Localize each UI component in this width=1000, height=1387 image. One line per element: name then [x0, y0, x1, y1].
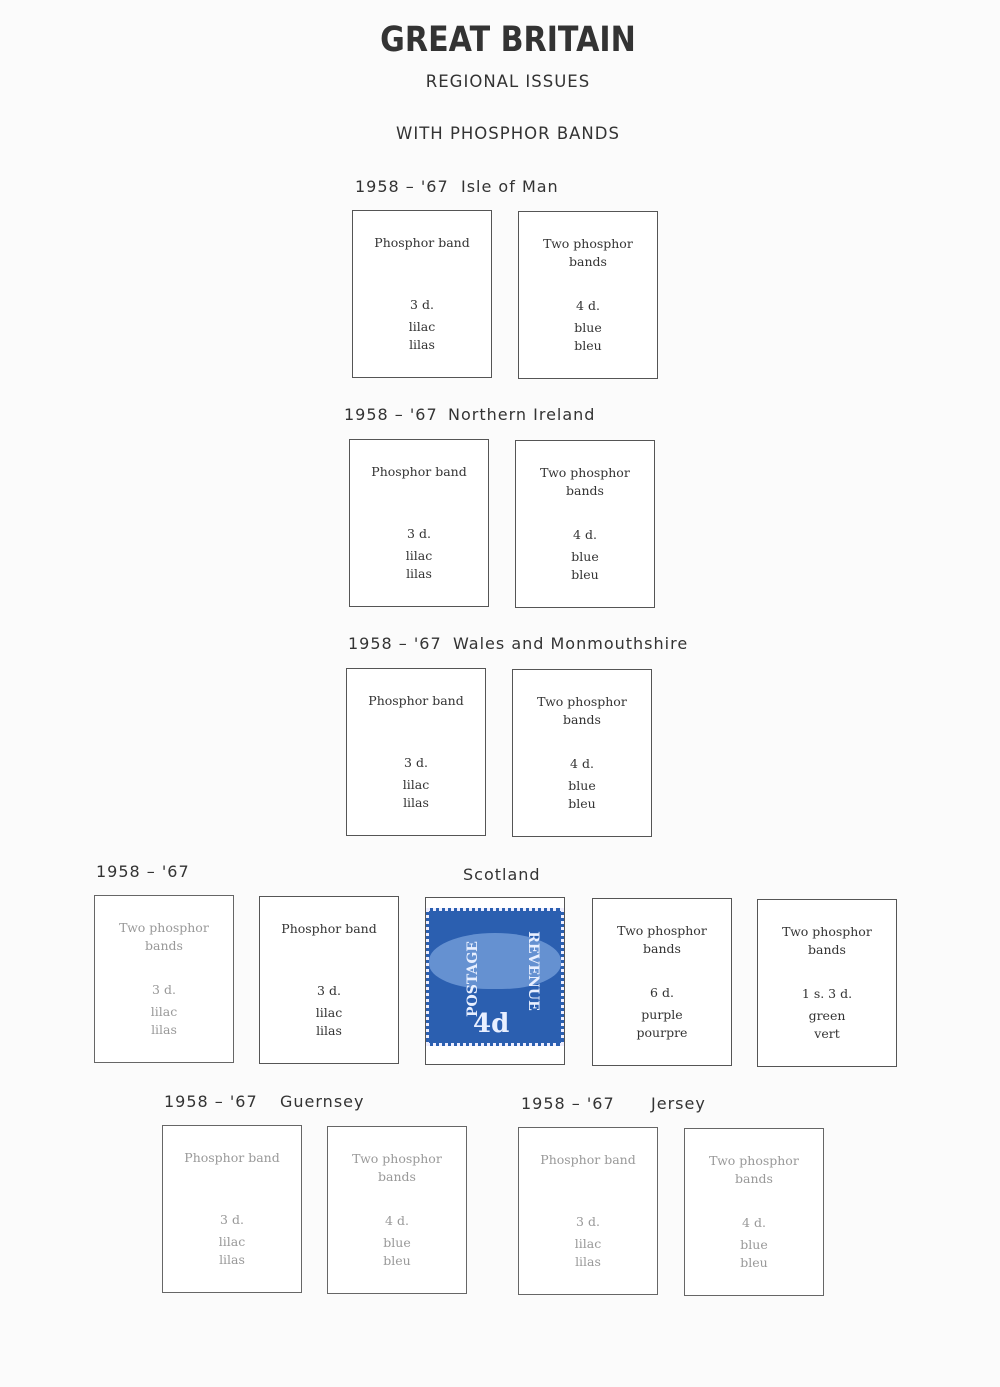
stamp-denomination: 4 d.	[573, 527, 597, 542]
stamp-label-line2: bands	[145, 938, 183, 953]
stamp-denomination: 6 d.	[650, 985, 674, 1000]
stamp-denomination: 4 d.	[576, 298, 600, 313]
stamp-label: Two phosphor	[543, 236, 633, 251]
stamp-label-line2: bands	[563, 712, 601, 727]
stamp-color-fr: lilas	[409, 337, 435, 352]
stamp-space: Two phosphor bands 1 s. 3 d. green vert	[757, 899, 897, 1067]
group-region-northern-ireland: Northern Ireland	[448, 405, 596, 424]
stamp-label: Two phosphor	[119, 920, 209, 935]
stamp-color-en: lilac	[574, 1236, 602, 1251]
group-region-jersey: Jersey	[651, 1094, 706, 1113]
stamp-denomination: 4 d.	[570, 756, 594, 771]
stamp-denomination: 3 d.	[407, 526, 431, 541]
stamp-space: Two phosphor bands 4 d. blue bleu	[684, 1128, 824, 1296]
stamp-color-en: blue	[383, 1235, 411, 1250]
stamp-label: Two phosphor	[617, 923, 707, 938]
group-region-scotland: Scotland	[463, 865, 541, 884]
stamp-space: Phosphor band 3 d. lilac lilas	[518, 1127, 658, 1295]
stamp-space: Two phosphor bands 3 d. lilac lilas	[94, 895, 234, 1063]
group-region-guernsey: Guernsey	[280, 1092, 365, 1111]
stamp-color-fr: bleu	[383, 1253, 411, 1268]
stamp-denomination: 3 d.	[576, 1214, 600, 1229]
stamp-image: POSTAGE REVENUE 4d	[426, 908, 564, 1046]
stamp-label: Two phosphor	[540, 465, 630, 480]
stamp-color-en: blue	[574, 320, 602, 335]
stamp-color-fr: bleu	[571, 567, 599, 582]
stamp-color-en: lilac	[408, 319, 436, 334]
page-subtitle: REGIONAL ISSUES	[425, 72, 591, 91]
queen-portrait	[429, 933, 561, 989]
stamp-space: Two phosphor bands 4 d. blue bleu	[518, 211, 658, 379]
group-years-wales-and-monmouthshire: 1958 – '67	[348, 634, 442, 653]
stamp-color-fr: vert	[814, 1026, 840, 1041]
stamp-denomination: 3 d.	[317, 983, 341, 998]
stamp-color-en: lilac	[218, 1234, 246, 1249]
stamp-color-fr: bleu	[740, 1255, 768, 1270]
stamp-denomination: 3 d.	[410, 297, 434, 312]
stamp-label: Phosphor band	[540, 1152, 636, 1167]
stamp-color-en: blue	[740, 1237, 768, 1252]
stamp-color-fr: lilas	[406, 566, 432, 581]
group-years-northern-ireland: 1958 – '67	[344, 405, 438, 424]
stamp-denomination: 1 s. 3 d.	[801, 986, 853, 1001]
stamp-label: Phosphor band	[281, 921, 377, 936]
stamp-denomination: 4 d.	[742, 1215, 766, 1230]
stamp-space: Phosphor band 3 d. lilac lilas	[162, 1125, 302, 1293]
stamp-color-fr: pourpre	[636, 1025, 688, 1040]
stamp-text-revenue: REVENUE	[525, 931, 542, 1011]
mounted-stamp: POSTAGE REVENUE 4d	[425, 897, 565, 1065]
group-years-scotland: 1958 – '67	[96, 862, 190, 881]
stamp-color-en: lilac	[405, 548, 433, 563]
page-title: GREAT BRITAIN	[380, 20, 636, 60]
group-years-jersey: 1958 – '67	[521, 1094, 615, 1113]
group-region-isle-of-man: Isle of Man	[461, 177, 559, 196]
stamp-denomination: 3 d.	[220, 1212, 244, 1227]
stamp-color-fr: lilas	[316, 1023, 342, 1038]
stamp-space: Two phosphor bands 6 d. purple pourpre	[592, 898, 732, 1066]
stamp-color-fr: lilas	[575, 1254, 601, 1269]
stamp-color-en: lilac	[150, 1004, 178, 1019]
stamp-color-fr: lilas	[219, 1252, 245, 1267]
stamp-text-postage: POSTAGE	[464, 941, 481, 1017]
group-years-guernsey: 1958 – '67	[164, 1092, 258, 1111]
stamp-color-fr: lilas	[403, 795, 429, 810]
stamp-label-line2: bands	[566, 483, 604, 498]
stamp-space: Two phosphor bands 4 d. blue bleu	[512, 669, 652, 837]
stamp-denomination: 4 d.	[385, 1213, 409, 1228]
stamp-space: Phosphor band 3 d. lilac lilas	[259, 896, 399, 1064]
stamp-label-line2: bands	[808, 942, 846, 957]
stamp-label-line2: bands	[569, 254, 607, 269]
stamp-label: Phosphor band	[184, 1150, 280, 1165]
stamp-space: Phosphor band 3 d. lilac lilas	[346, 668, 486, 836]
stamp-label: Two phosphor	[352, 1151, 442, 1166]
stamp-space: Two phosphor bands 4 d. blue bleu	[327, 1126, 467, 1294]
stamp-color-en: lilac	[315, 1005, 343, 1020]
stamp-denomination: 3 d.	[404, 755, 428, 770]
stamp-label: Phosphor band	[368, 693, 464, 708]
stamp-color-en: green	[808, 1008, 846, 1023]
group-years-isle-of-man: 1958 – '67	[355, 177, 449, 196]
stamp-color-fr: lilas	[151, 1022, 177, 1037]
section-heading: WITH PHOSPHOR BANDS	[396, 124, 620, 143]
stamp-label-line2: bands	[735, 1171, 773, 1186]
stamp-space: Phosphor band 3 d. lilac lilas	[349, 439, 489, 607]
group-region-wales-and-monmouthshire: Wales and Monmouthshire	[453, 634, 689, 653]
stamp-value: 4d	[473, 1009, 510, 1039]
stamp-space: Two phosphor bands 4 d. blue bleu	[515, 440, 655, 608]
stamp-color-fr: bleu	[574, 338, 602, 353]
stamp-label: Phosphor band	[374, 235, 470, 250]
stamp-color-en: blue	[568, 778, 596, 793]
stamp-color-en: purple	[641, 1007, 683, 1022]
stamp-color-en: lilac	[402, 777, 430, 792]
stamp-label-line2: bands	[643, 941, 681, 956]
stamp-color-en: blue	[571, 549, 599, 564]
stamp-label: Two phosphor	[537, 694, 627, 709]
stamp-label: Phosphor band	[371, 464, 467, 479]
stamp-space: Phosphor band 3 d. lilac lilas	[352, 210, 492, 378]
stamp-label-line2: bands	[378, 1169, 416, 1184]
stamp-denomination: 3 d.	[152, 982, 176, 997]
stamp-color-fr: bleu	[568, 796, 596, 811]
stamp-label: Two phosphor	[782, 924, 872, 939]
stamp-label: Two phosphor	[709, 1153, 799, 1168]
